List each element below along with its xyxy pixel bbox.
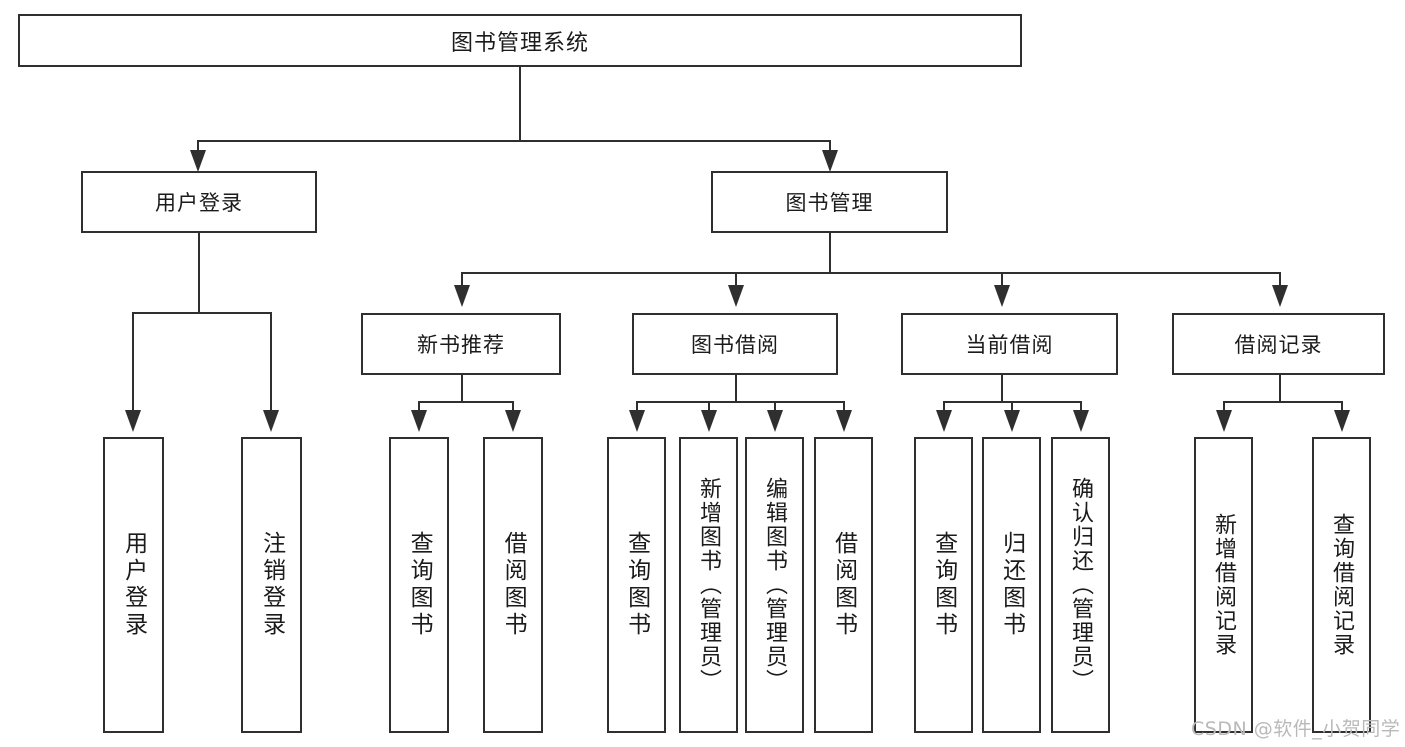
connector-new-book-stem	[461, 375, 463, 402]
leaf-query-books-current[interactable]: 查询图书	[914, 437, 973, 733]
leaf-edit-book-admin[interactable]: 编辑图书（管理员）	[745, 437, 804, 733]
connector-level3-drop-2	[735, 272, 737, 292]
node-label: 新书推荐	[417, 333, 505, 357]
arrow-head-level2-1	[190, 150, 206, 172]
arrow-head-leaf-9	[936, 410, 952, 432]
watermark-text: CSDN @软件_小贺同学	[1191, 718, 1401, 740]
node-root-book-management-system[interactable]: 图书管理系统	[18, 14, 1022, 67]
connector-level3-drop-1	[461, 272, 463, 292]
node-borrowing-records[interactable]: 借阅记录	[1172, 313, 1385, 375]
arrow-head-leaf-5	[629, 410, 645, 432]
leaf-query-books-borrowing[interactable]: 查询图书	[607, 437, 666, 733]
arrow-head-leaf-6	[701, 410, 717, 432]
node-user-login[interactable]: 用户登录	[81, 171, 317, 233]
connector-book-management-stem	[829, 233, 831, 273]
leaf-return-books[interactable]: 归还图书	[982, 437, 1041, 733]
leaf-logout[interactable]: 注销登录	[241, 437, 302, 733]
arrow-head-leaf-12	[1216, 410, 1232, 432]
node-new-book-recommendation[interactable]: 新书推荐	[361, 313, 561, 375]
connector-borrowing-records-drop-2	[1341, 401, 1343, 417]
connector-borrowing-records-bus	[1223, 401, 1342, 403]
connector-level2-drop-2	[829, 140, 831, 158]
connector-user-login-drop-2	[270, 312, 272, 417]
connector-borrowing-records-drop-1	[1223, 401, 1225, 417]
connector-book-borrowing-drop-2	[708, 401, 710, 417]
connector-book-borrowing-drop-3	[774, 401, 776, 417]
node-current-borrowing[interactable]: 当前借阅	[901, 313, 1118, 375]
node-label: 查询借阅记录	[1329, 513, 1355, 657]
node-label: 查询图书	[623, 531, 650, 639]
leaf-confirm-return-admin[interactable]: 确认归还（管理员）	[1051, 437, 1110, 733]
arrow-head-leaf-13	[1334, 410, 1350, 432]
arrow-head-level3-4	[1272, 285, 1288, 307]
leaf-query-books-recommendation[interactable]: 查询图书	[389, 437, 449, 733]
node-label: 图书借阅	[691, 333, 779, 357]
arrow-head-leaf-3	[411, 410, 427, 432]
arrow-head-level3-2	[728, 285, 744, 307]
node-book-management[interactable]: 图书管理	[711, 171, 948, 233]
connector-borrowing-records-stem	[1279, 375, 1281, 402]
connector-level2-bus	[197, 140, 831, 142]
arrow-head-leaf-4	[505, 410, 521, 432]
connector-current-borrowing-stem	[1001, 375, 1003, 402]
node-label: 当前借阅	[965, 333, 1054, 357]
node-label: 借阅图书	[500, 531, 527, 639]
connector-user-login-stem	[198, 233, 200, 313]
connector-new-book-drop-2	[512, 401, 514, 417]
leaf-add-book-admin[interactable]: 新增图书（管理员）	[679, 437, 738, 733]
connector-book-borrowing-drop-4	[843, 401, 845, 417]
connector-book-borrowing-stem	[735, 375, 737, 402]
node-label: 用户登录	[155, 191, 243, 215]
node-label: 图书管理系统	[450, 30, 589, 56]
connector-level3-drop-4	[1279, 272, 1281, 292]
arrow-head-leaf-1	[125, 410, 141, 432]
leaf-borrow-books-recommendation[interactable]: 借阅图书	[483, 437, 543, 733]
node-label: 图书管理	[785, 191, 874, 215]
connector-current-borrowing-drop-1	[943, 401, 945, 417]
arrow-head-leaf-8	[836, 410, 852, 432]
arrow-head-leaf-7	[767, 410, 783, 432]
leaf-add-borrowing-record[interactable]: 新增借阅记录	[1194, 437, 1253, 733]
arrow-head-level3-3	[994, 285, 1010, 307]
node-label: 编辑图书（管理员）	[762, 477, 788, 693]
node-label: 借阅记录	[1234, 333, 1323, 357]
arrow-head-leaf-11	[1073, 410, 1089, 432]
node-label: 查询图书	[406, 531, 433, 639]
node-label: 确认归还（管理员）	[1068, 477, 1094, 693]
arrow-head-level2-2	[822, 150, 838, 172]
connector-level3-bus	[461, 272, 1280, 274]
connector-new-book-bus	[418, 401, 513, 403]
connector-book-borrowing-bus	[636, 401, 844, 403]
arrow-head-leaf-2	[263, 410, 279, 432]
connector-user-login-bus	[132, 312, 271, 314]
connector-level2-drop-1	[197, 140, 199, 158]
arrow-head-leaf-10	[1004, 410, 1020, 432]
arrow-head-level3-1	[454, 285, 470, 307]
node-label: 新增借阅记录	[1211, 513, 1237, 657]
connector-new-book-drop-1	[418, 401, 420, 417]
node-book-borrowing[interactable]: 图书借阅	[632, 313, 838, 375]
connector-current-borrowing-drop-3	[1080, 401, 1082, 417]
connector-user-login-drop-1	[132, 312, 134, 417]
connector-root-stem	[519, 67, 521, 141]
leaf-borrow-books-borrowing[interactable]: 借阅图书	[814, 437, 873, 733]
node-label: 查询图书	[930, 531, 957, 639]
connector-current-borrowing-drop-2	[1011, 401, 1013, 417]
connector-level3-drop-3	[1001, 272, 1003, 292]
leaf-user-login[interactable]: 用户登录	[103, 437, 164, 733]
connector-book-borrowing-drop-1	[636, 401, 638, 417]
node-label: 用户登录	[120, 531, 147, 639]
node-label: 借阅图书	[830, 531, 857, 639]
node-label: 归还图书	[998, 531, 1025, 639]
node-label: 注销登录	[258, 531, 285, 639]
leaf-query-borrowing-record[interactable]: 查询借阅记录	[1312, 437, 1371, 733]
node-label: 新增图书（管理员）	[696, 477, 722, 693]
